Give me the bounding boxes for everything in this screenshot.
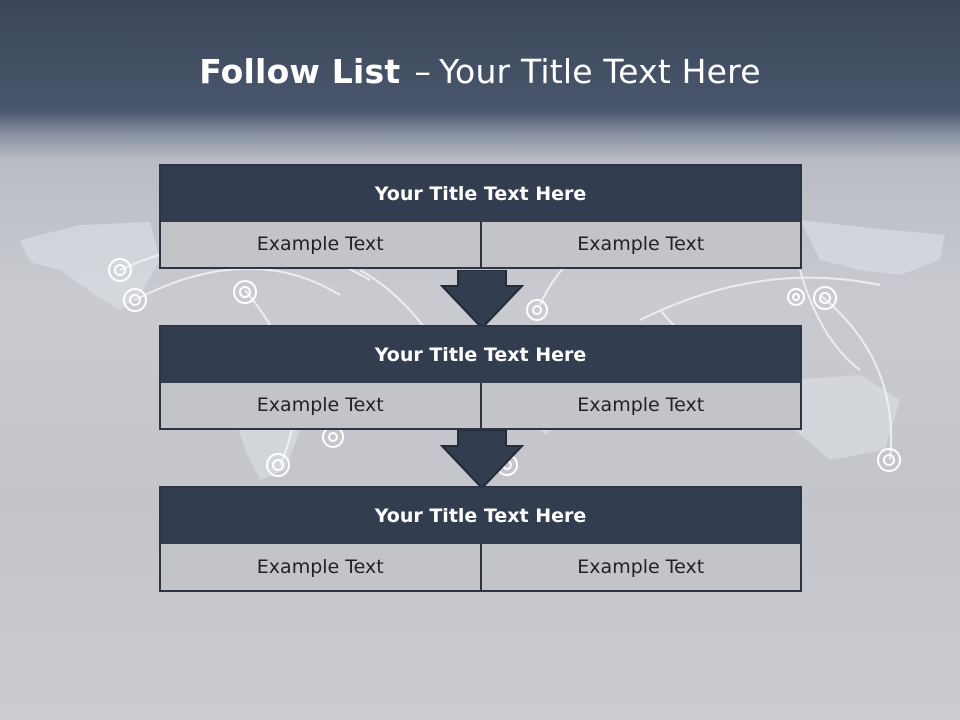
title-bold: Follow List: [199, 52, 401, 91]
list-block-3: Your Title Text Here Example Text Exampl…: [159, 486, 802, 592]
list-block-1: Your Title Text Here Example Text Exampl…: [159, 164, 802, 269]
block-row: Example Text Example Text: [161, 383, 800, 428]
block-title: Your Title Text Here: [161, 166, 800, 222]
block-cell-left: Example Text: [161, 544, 480, 590]
down-arrow-icon: [440, 430, 524, 490]
title-dash: –: [414, 52, 432, 91]
slide-title: Follow List–Your Title Text Here: [0, 52, 960, 91]
block-cell-right: Example Text: [481, 383, 800, 428]
block-cell-right: Example Text: [481, 544, 800, 590]
block-row: Example Text Example Text: [161, 544, 800, 590]
block-cell-left: Example Text: [161, 222, 480, 267]
down-arrow-icon: [440, 270, 524, 330]
block-cell-left: Example Text: [161, 383, 480, 428]
block-row: Example Text Example Text: [161, 222, 800, 267]
block-cell-right: Example Text: [481, 222, 800, 267]
title-rest: Your Title Text Here: [439, 52, 761, 91]
list-block-2: Your Title Text Here Example Text Exampl…: [159, 325, 802, 430]
block-title: Your Title Text Here: [161, 327, 800, 383]
block-title: Your Title Text Here: [161, 488, 800, 544]
